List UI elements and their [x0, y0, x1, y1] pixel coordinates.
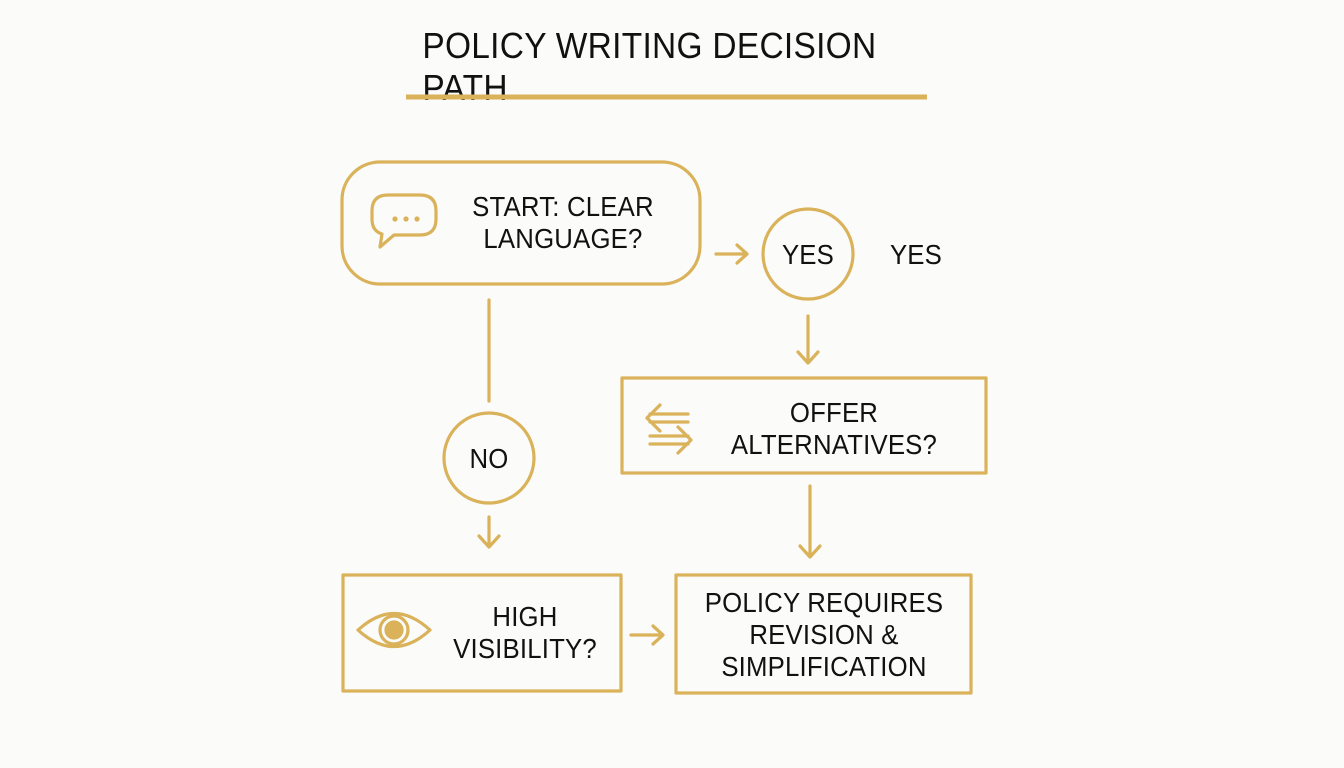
swap-arrows-icon [645, 403, 693, 455]
visibility-node-label: HIGH VISIBILITY? [447, 597, 603, 669]
eye-icon [356, 611, 432, 649]
revision-label-line-2: REVISION & [749, 619, 899, 650]
visibility-label-line-1: HIGH [492, 601, 558, 632]
yes-node-label: YES [781, 239, 835, 270]
arrow-start-to-yes [714, 243, 749, 265]
revision-node-box [674, 573, 973, 695]
revision-label-line-3: SIMPLIFICATION [721, 651, 927, 682]
start-label-line-1: START: CLEAR [472, 191, 654, 222]
visibility-node-box [341, 573, 623, 693]
revision-node-label: POLICY REQUIRES REVISION & SIMPLIFICATIO… [701, 585, 948, 685]
revision-label-line-1: POLICY REQUIRES [704, 587, 944, 618]
offer-label-line-2: ALTERNATIVES? [730, 429, 938, 460]
start-node-label: START: CLEAR LANGUAGE? [457, 188, 669, 258]
offer-label-line-1: OFFER [789, 397, 879, 428]
start-node-box [340, 160, 702, 286]
yes-side-label: YES [889, 239, 943, 270]
offer-node-box [620, 376, 988, 475]
yes-node-circle [761, 207, 855, 301]
start-label-line-2: LANGUAGE? [483, 223, 643, 254]
arrow-yes-to-offer [796, 314, 820, 365]
visibility-label-line-2: VISIBILITY? [453, 633, 597, 664]
speech-bubble-icon [370, 193, 438, 249]
no-node-label: NO [469, 443, 509, 474]
arrow-offer-to-revision [798, 484, 822, 559]
arrow-no-to-visibility [477, 515, 501, 549]
offer-node-label: OFFER ALTERNATIVES? [722, 394, 946, 464]
arrow-visibility-to-revision [629, 624, 665, 646]
no-node-circle [442, 411, 536, 505]
